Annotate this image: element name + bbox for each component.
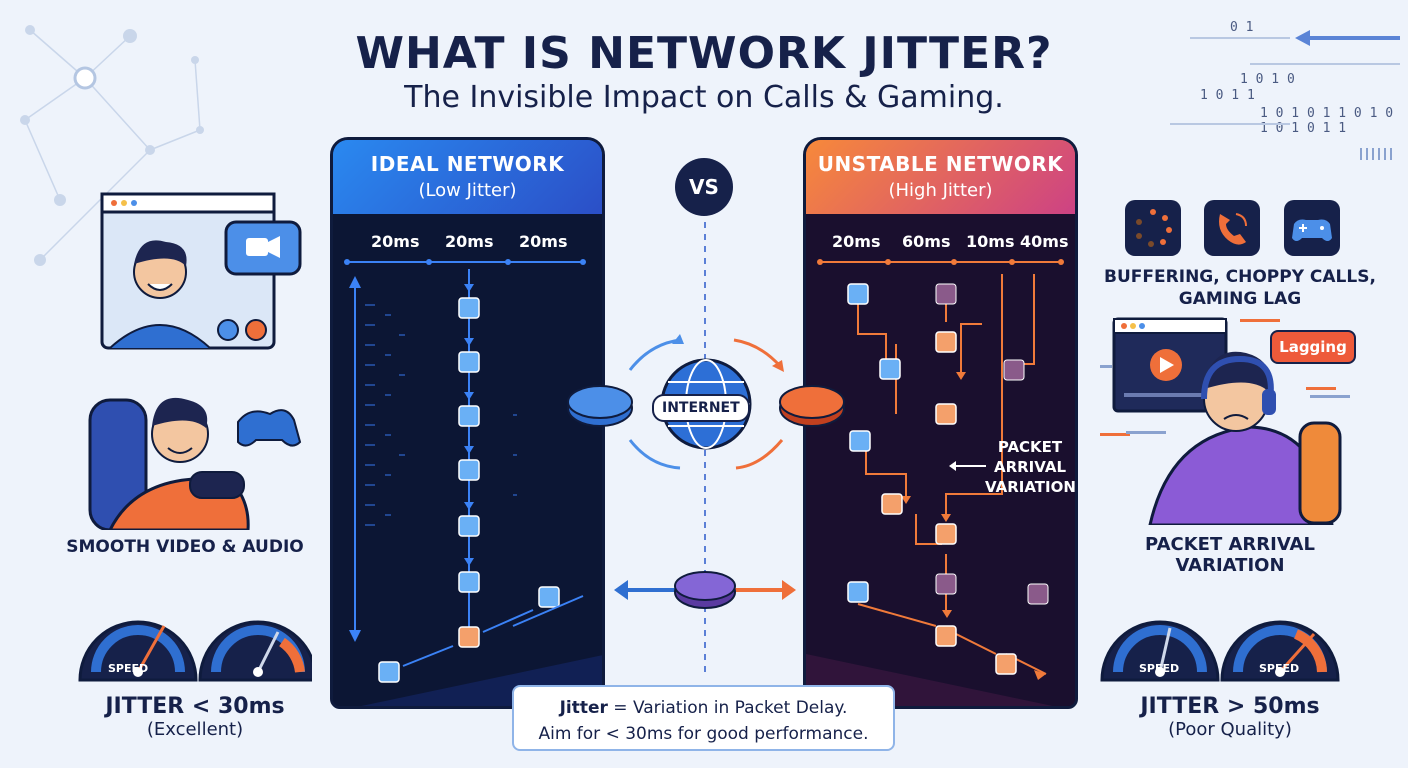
binary-line: 1 0 1 0 bbox=[1240, 72, 1295, 87]
bidirectional-arrow bbox=[614, 571, 796, 609]
unstable-network-body: 20ms 60ms 10ms 40ms bbox=[806, 214, 1075, 706]
issues-caption: BUFFERING, CHOPPY CALLS, GAMING LAG bbox=[1100, 266, 1380, 310]
page-title: WHAT IS NETWORK JITTER? bbox=[355, 28, 1053, 79]
unstable-network-panel: UNSTABLE NETWORK (High Jitter) 20ms 60ms… bbox=[803, 137, 1078, 709]
speed-gauge-label: SPEED bbox=[1259, 662, 1300, 675]
high-jitter-quality: (Poor Quality) bbox=[1168, 719, 1292, 740]
page-subtitle: The Invisible Impact on Calls & Gaming. bbox=[404, 80, 1004, 115]
low-jitter-value: JITTER < 30ms bbox=[105, 694, 285, 719]
binary-decoration: 0 1 1 0 1 0 1 0 1 1 1 0 1 0 1 1 0 1 0 1 … bbox=[1160, 20, 1400, 160]
ideal-network-panel: IDEAL NETWORK (Low Jitter) 20ms 20ms 20m… bbox=[330, 137, 605, 709]
timing-label: 20ms bbox=[519, 232, 568, 251]
speed-gauges-right bbox=[1100, 620, 1340, 682]
speed-gauge-label: SPEED bbox=[108, 662, 149, 675]
packet-arrival-caption: PACKET ARRIVAL VARIATION bbox=[1145, 534, 1315, 576]
binary-line: 0 1 bbox=[1230, 20, 1254, 35]
timing-label: 10ms bbox=[966, 232, 1015, 251]
gamer-illustration bbox=[88, 397, 302, 530]
internet-graphic bbox=[567, 334, 845, 470]
timing-label: 20ms bbox=[832, 232, 881, 251]
buffering-icon bbox=[1125, 200, 1181, 256]
gaming-lag-icon bbox=[1284, 200, 1340, 256]
network-graph-decoration bbox=[20, 25, 204, 266]
unstable-network-title: UNSTABLE NETWORK bbox=[817, 152, 1064, 176]
vs-badge: VS bbox=[675, 158, 733, 216]
binary-line: 1 0 1 1 bbox=[1200, 88, 1255, 103]
timing-label: 60ms bbox=[902, 232, 951, 251]
timing-label: 20ms bbox=[371, 232, 420, 251]
note-definition: = Variation in Packet Delay. bbox=[607, 698, 848, 718]
note-recommendation: Aim for < 30ms for good performance. bbox=[538, 724, 869, 744]
video-call-illustration bbox=[100, 192, 302, 350]
unstable-network-subtitle: (High Jitter) bbox=[888, 180, 993, 201]
issues-caption-line: BUFFERING, CHOPPY CALLS, bbox=[1104, 267, 1376, 287]
speed-lines-decoration bbox=[1170, 30, 1400, 160]
low-jitter-quality: (Excellent) bbox=[146, 719, 244, 740]
unstable-network-header: UNSTABLE NETWORK (High Jitter) bbox=[806, 140, 1075, 214]
ideal-network-header: IDEAL NETWORK (Low Jitter) bbox=[333, 140, 602, 214]
frustrated-gamer-illustration bbox=[1100, 317, 1350, 525]
high-jitter-value: JITTER > 50ms bbox=[1140, 694, 1320, 719]
lagging-bubble: Lagging bbox=[1270, 330, 1356, 364]
timing-label: 20ms bbox=[445, 232, 494, 251]
packet-variation-annotation: PACKET ARRIVAL VARIATION bbox=[985, 438, 1076, 496]
choppy-call-icon bbox=[1204, 200, 1260, 256]
timing-label: 40ms bbox=[1020, 232, 1069, 251]
ideal-network-title: IDEAL NETWORK bbox=[370, 152, 565, 176]
issues-caption-line: GAMING LAG bbox=[1178, 289, 1302, 309]
note-term: Jitter bbox=[559, 698, 608, 718]
internet-label: INTERNET bbox=[652, 394, 750, 422]
jitter-definition-note: Jitter = Variation in Packet Delay. Aim … bbox=[512, 685, 895, 751]
speed-gauge-label: SPEED bbox=[1139, 662, 1180, 675]
speed-gauges-left bbox=[78, 620, 312, 682]
ideal-network-subtitle: (Low Jitter) bbox=[418, 180, 517, 201]
smooth-video-caption: SMOOTH VIDEO & AUDIO bbox=[66, 537, 304, 557]
ideal-network-body: 20ms 20ms 20ms bbox=[333, 214, 602, 706]
